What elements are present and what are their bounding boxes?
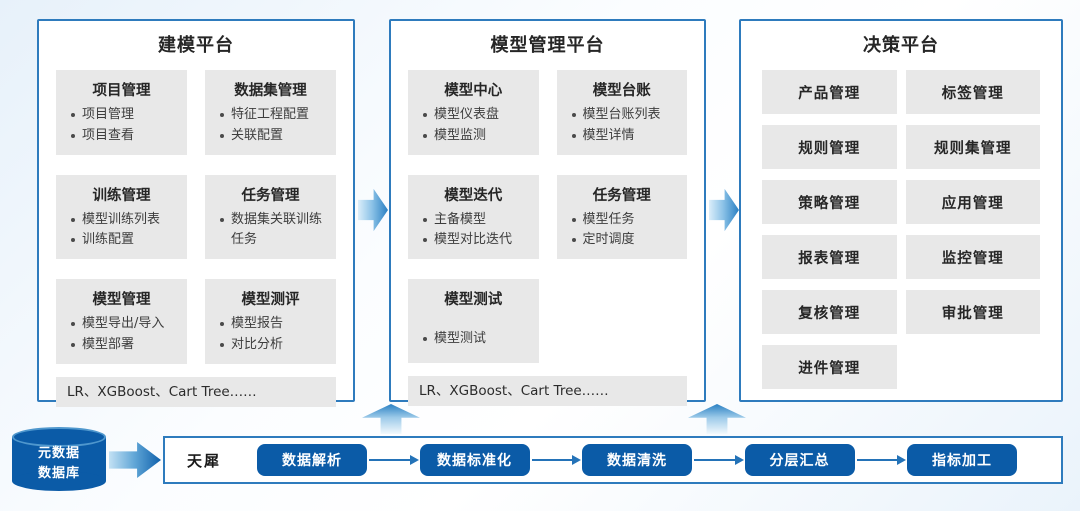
panel-title-decision: 决策平台: [863, 35, 939, 56]
panel-title-model-management: 模型管理平台: [490, 35, 605, 56]
connector-arrow-icon: [856, 455, 906, 465]
metadata-database-cylinder-icon: 元数据 数据库: [12, 427, 106, 491]
cylinder-bottom: [12, 471, 106, 491]
card-item-list: 模型台账列表 模型详情: [563, 105, 682, 147]
card-model-evaluation: 模型测评 模型报告 对比分析: [205, 279, 336, 364]
step-data-cleansing: 数据清洗: [582, 444, 693, 476]
card-item: 模型任务: [569, 210, 682, 231]
panel-decision-platform: 决策平台 产品管理 标签管理 规则管理 规则集管理 策略管理 应用管理 报表管理…: [739, 19, 1063, 402]
step-data-parsing: 数据解析: [257, 444, 368, 476]
card-title: 模型中心: [444, 83, 503, 99]
database-label-line2: 数据库: [37, 465, 80, 481]
block-monitoring-management: 监控管理: [905, 235, 1040, 279]
card-project-management: 项目管理 项目管理 项目查看: [56, 70, 187, 155]
panel-modeling-platform: 建模平台 项目管理 项目管理 项目查看 数据集管理 特征工程配置 关联配置 训练…: [37, 19, 355, 407]
panel-title-modeling: 建模平台: [158, 35, 234, 56]
panel-model-management-platform: 模型管理平台 模型中心 模型仪表盘 模型监测 模型台账 模型台账列表 模型详情 …: [389, 19, 706, 407]
card-item: 模型训练列表: [68, 210, 181, 231]
card-model-center: 模型中心 模型仪表盘 模型监测: [408, 70, 539, 155]
card-item: 项目查看: [68, 126, 181, 147]
step-indicator-processing: 指标加工: [907, 444, 1018, 476]
card-title: 数据集管理: [234, 83, 307, 99]
card-item: 模型详情: [569, 126, 682, 147]
card-title: 模型测试: [444, 292, 503, 309]
card-training-management: 训练管理 模型训练列表 训练配置: [56, 174, 187, 260]
card-title: 模型测评: [241, 292, 300, 309]
card-item: 模型对比迭代: [420, 230, 533, 251]
cylinder-top: [12, 427, 106, 447]
card-item-list: 模型报告 对比分析: [211, 314, 330, 356]
card-title: 训练管理: [92, 187, 151, 204]
card-item: 定时调度: [569, 230, 682, 251]
step-layered-aggregation: 分层汇总: [744, 444, 855, 476]
arrow-right-icon: [109, 442, 161, 478]
card-item-list: 模型测试: [414, 329, 533, 350]
card-item: 模型测试: [420, 329, 533, 350]
arrow-right-icon: [709, 188, 739, 232]
block-report-management: 报表管理: [762, 235, 897, 279]
block-review-management: 复核管理: [762, 290, 897, 334]
card-item: 数据集关联训练任务: [217, 210, 330, 252]
card-item: 模型台账列表: [569, 105, 682, 126]
card-item-list: 模型任务 定时调度: [563, 210, 682, 252]
card-item: 项目管理: [68, 105, 181, 126]
database-label-line1: 元数据: [37, 446, 80, 461]
model-management-card-grid: 模型中心 模型仪表盘 模型监测 模型台账 模型台账列表 模型详情 模型迭代 主备…: [391, 70, 704, 364]
block-strategy-management: 策略管理: [762, 180, 897, 224]
card-item: 特征工程配置: [217, 105, 330, 126]
database-label: 元数据 数据库: [12, 444, 106, 483]
block-intake-management: 进件管理: [762, 345, 897, 389]
tianxi-pipeline-box: 天犀 数据解析 数据标准化 数据清洗 分层汇总 指标加工: [163, 436, 1063, 484]
empty-cell: [906, 345, 1041, 389]
card-item-list: 特征工程配置 关联配置: [211, 105, 330, 147]
card-item-list: 数据集关联训练任务: [211, 210, 330, 252]
card-model-ledger: 模型台账 模型台账列表 模型详情: [556, 70, 687, 155]
algorithms-bar: LR、XGBoost、Cart Tree……: [408, 376, 687, 407]
card-item-list: 项目管理 项目查看: [62, 105, 181, 147]
card-model-management: 模型管理 模型导出/导入 模型部署: [56, 279, 187, 364]
connector-arrow-icon: [531, 455, 581, 465]
algorithms-bar: LR、XGBoost、Cart Tree……: [56, 376, 336, 407]
decision-block-grid: 产品管理 标签管理 规则管理 规则集管理 策略管理 应用管理 报表管理 监控管理…: [741, 70, 1061, 389]
block-ruleset-management: 规则集管理: [905, 125, 1040, 169]
card-item: 模型仪表盘: [420, 105, 533, 126]
card-task-management-model: 任务管理 模型任务 定时调度: [556, 174, 687, 260]
card-item: 主备模型: [420, 210, 533, 231]
card-item-list: 模型训练列表 训练配置: [62, 210, 181, 252]
card-item: 模型导出/导入: [68, 314, 181, 335]
card-task-management-modeling: 任务管理 数据集关联训练任务: [205, 174, 336, 260]
card-item: 训练配置: [68, 230, 181, 251]
modeling-card-grid: 项目管理 项目管理 项目查看 数据集管理 特征工程配置 关联配置 训练管理 模型…: [39, 70, 353, 364]
card-model-testing: 模型测试 模型测试: [408, 279, 539, 364]
card-title: 模型迭代: [444, 187, 503, 204]
block-tag-management: 标签管理: [905, 70, 1040, 114]
card-item: 对比分析: [217, 335, 330, 356]
card-item-list: 主备模型 模型对比迭代: [414, 210, 533, 252]
block-application-management: 应用管理: [905, 180, 1040, 224]
card-title: 任务管理: [592, 187, 651, 204]
block-product-management: 产品管理: [762, 70, 897, 114]
card-dataset-management: 数据集管理 特征工程配置 关联配置: [205, 70, 336, 155]
card-item: 模型监测: [420, 126, 533, 147]
card-title: 模型管理: [92, 292, 151, 309]
card-item-list: 模型导出/导入 模型部署: [62, 314, 181, 356]
connector-arrow-icon: [694, 455, 743, 465]
card-title: 项目管理: [92, 83, 151, 99]
card-title: 模型台账: [592, 83, 651, 99]
card-item-list: 模型仪表盘 模型监测: [414, 105, 533, 147]
block-approval-management: 审批管理: [905, 290, 1040, 334]
arrow-up-icon: [688, 404, 746, 434]
card-title: 任务管理: [241, 187, 300, 204]
card-item: 关联配置: [217, 126, 330, 147]
engine-label: 天犀: [187, 451, 222, 470]
arrow-up-icon: [362, 404, 420, 434]
connector-arrow-icon: [369, 455, 418, 465]
card-model-iteration: 模型迭代 主备模型 模型对比迭代: [408, 174, 539, 260]
card-item: 模型报告: [217, 314, 330, 335]
card-item: 模型部署: [68, 335, 181, 356]
arrow-right-icon: [358, 188, 388, 232]
block-rule-management: 规则管理: [762, 125, 897, 169]
step-data-standardization: 数据标准化: [419, 444, 530, 476]
